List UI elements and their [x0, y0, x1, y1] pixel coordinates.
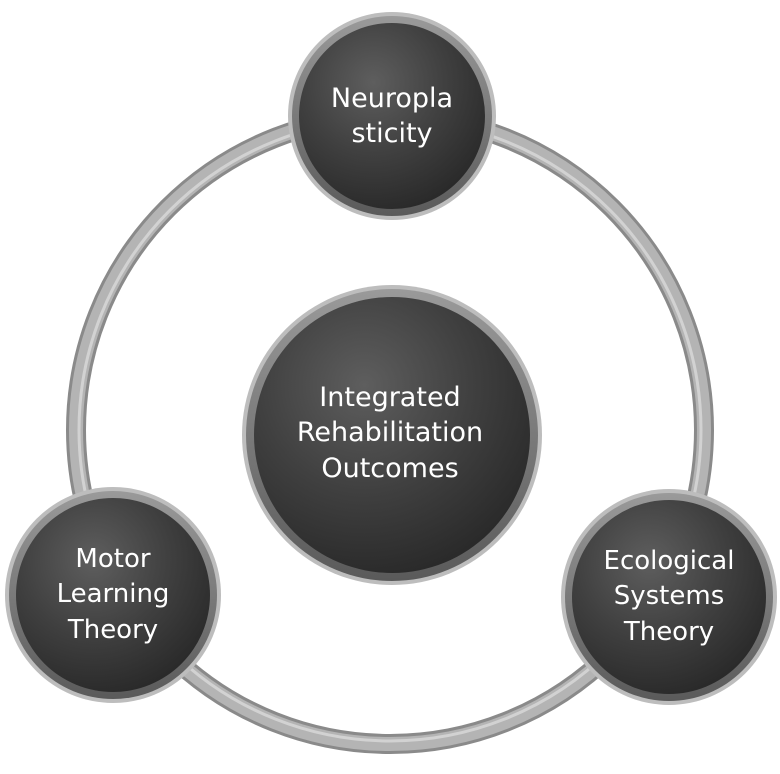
neuroplasticity-node [288, 12, 496, 220]
center-node [242, 285, 542, 585]
ecological-systems-node [561, 489, 777, 705]
motor-learning-node [5, 487, 221, 703]
